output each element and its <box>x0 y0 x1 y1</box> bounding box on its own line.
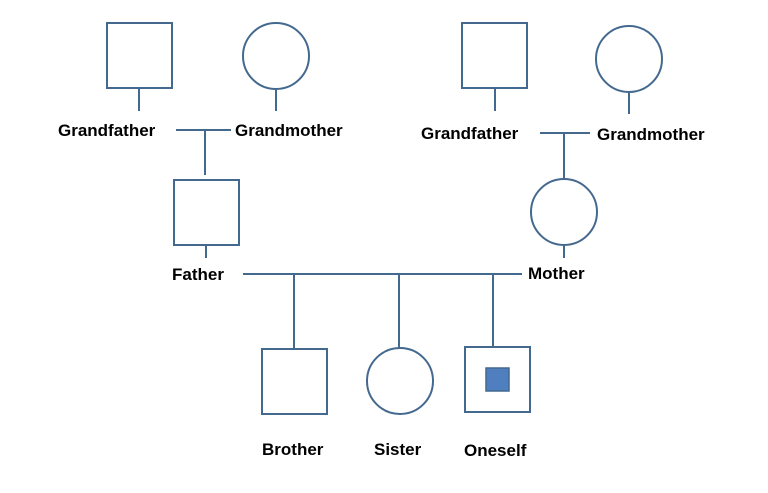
sister-female-symbol <box>366 347 434 415</box>
oneself-affected-marker <box>485 367 510 392</box>
labels: Grandfather Grandmother Grandfather Gran… <box>58 121 705 460</box>
maternal-grandmother-label: Grandmother <box>597 125 705 144</box>
sister-label: Sister <box>374 440 422 459</box>
brother-male-symbol <box>261 348 328 415</box>
maternal-grandfather-label: Grandfather <box>421 124 519 143</box>
connector-lines <box>138 88 630 349</box>
symbols <box>106 22 663 415</box>
maternal-grandfather-male-symbol <box>461 22 528 89</box>
mother-female-symbol <box>530 178 598 246</box>
oneself-label: Oneself <box>464 441 527 460</box>
mother-label: Mother <box>528 264 585 283</box>
father-label: Father <box>172 265 224 284</box>
oneself-male-symbol <box>464 346 531 413</box>
father-male-symbol <box>173 179 240 246</box>
brother-label: Brother <box>262 440 324 459</box>
paternal-grandfather-label: Grandfather <box>58 121 156 140</box>
paternal-grandmother-female-symbol <box>242 22 310 90</box>
maternal-grandmother-female-symbol <box>595 25 663 93</box>
paternal-grandmother-label: Grandmother <box>235 121 343 140</box>
paternal-grandfather-male-symbol <box>106 22 173 89</box>
